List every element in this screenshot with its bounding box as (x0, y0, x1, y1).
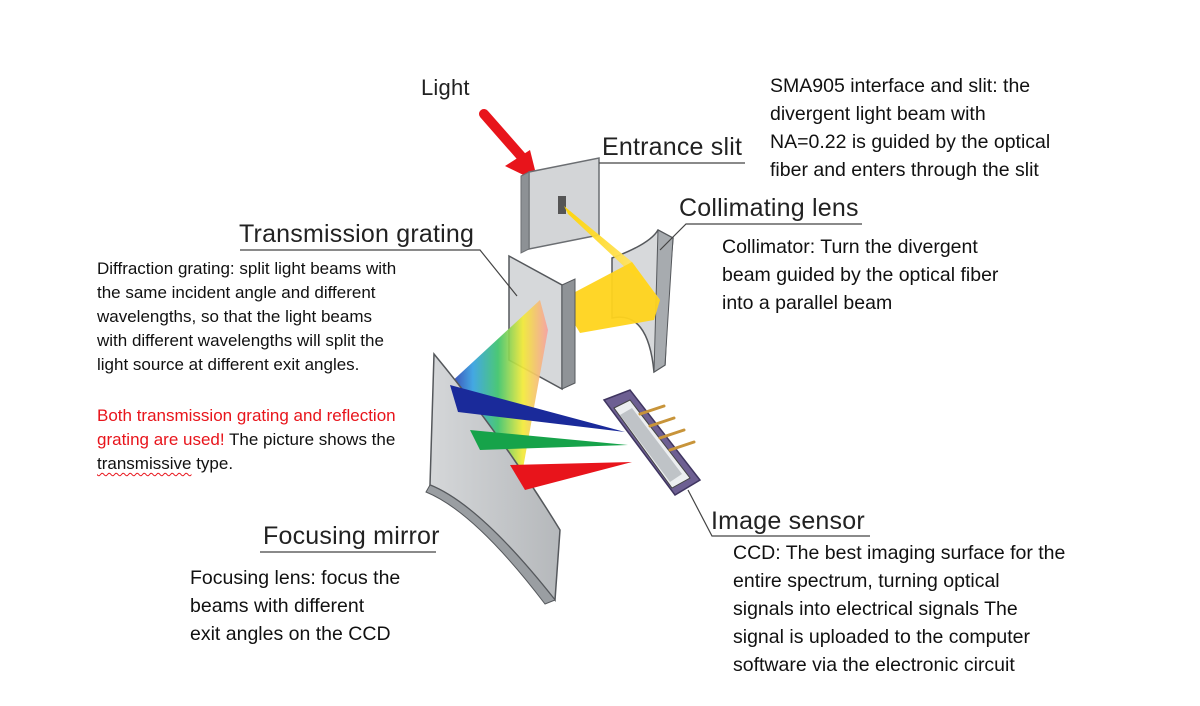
ccd-line: signals into electrical signals The (733, 598, 1018, 620)
light-label: Light (421, 75, 470, 100)
grating-type-note: Both transmission grating and reflection… (97, 404, 396, 476)
image-sensor-shape (602, 389, 702, 496)
focusing-line: beams with different (190, 595, 365, 617)
image-sensor-label: Image sensor (711, 507, 865, 535)
focusing-line: exit angles on the CCD (190, 623, 391, 645)
collimator-line: beam guided by the optical fiber (722, 264, 999, 286)
entrance-slit-label: Entrance slit (602, 133, 743, 161)
leader-lines (240, 162, 870, 553)
ccd-description: CCD: The best imaging surface for the en… (733, 539, 1065, 679)
grating-line: with different wavelengths will split th… (97, 331, 384, 350)
grating-note-red-text: grating are used! (97, 430, 225, 449)
collimator-description: Collimator: Turn the divergent beam guid… (722, 233, 998, 317)
grating-line: Diffraction grating: split light beams w… (97, 259, 397, 278)
sma905-line: fiber and enters through the slit (770, 159, 1039, 181)
ccd-line: signal is uploaded to the computer (733, 626, 1031, 648)
focused-beams (450, 385, 632, 490)
focusing-mirror-label: Focusing mirror (263, 522, 440, 550)
transmission-grating-label: Transmission grating (239, 220, 475, 248)
collimator-line: into a parallel beam (722, 292, 893, 314)
grating-line: wavelengths, so that the light beams (97, 307, 372, 326)
sma905-line: NA=0.22 is guided by the optical (770, 131, 1051, 153)
ccd-line: CCD: The best imaging surface for the (733, 542, 1066, 564)
grating-description: Diffraction grating: split light beams w… (97, 257, 396, 377)
grating-note-black-text: The picture shows the (224, 430, 396, 449)
entrance-slit-block (520, 157, 600, 254)
ccd-line: software via the electronic circuit (733, 654, 1015, 676)
focusing-description: Focusing lens: focus the beams with diff… (190, 564, 400, 648)
yellow-beam (560, 206, 660, 333)
type-word: type. (191, 454, 234, 473)
grating-line: the same incident angle and different (97, 283, 376, 302)
sma905-line: divergent light beam with (770, 103, 986, 125)
focusing-mirror-shape (425, 351, 561, 605)
collimating-lens-label: Collimating lens (679, 194, 859, 222)
grating-line: light source at different exit angles. (97, 355, 360, 374)
transmissive-word: transmissive (97, 454, 192, 473)
ccd-line: entire spectrum, turning optical (733, 570, 1000, 592)
focusing-line: Focusing lens: focus the (190, 567, 401, 589)
grating-note-red-line: Both transmission grating and reflection (97, 406, 396, 425)
collimator-line: Collimator: Turn the divergent (722, 236, 978, 258)
sma905-line: SMA905 interface and slit: the (770, 75, 1031, 97)
sma905-description: SMA905 interface and slit: the divergent… (770, 72, 1050, 184)
